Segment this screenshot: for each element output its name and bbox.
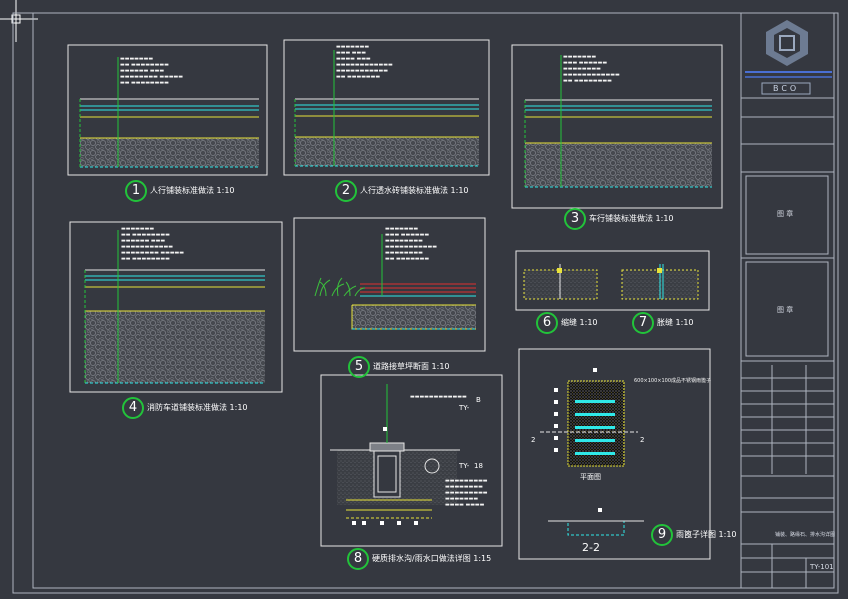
- detail-title-3: 车行铺装标准做法 1:10: [589, 214, 674, 223]
- drawing-title: 铺装、路缘石、排水沟详图: [775, 532, 836, 538]
- detail-title-4: 消防车道铺装标准做法 1:10: [147, 403, 248, 412]
- detail-number-5: 5: [348, 356, 370, 378]
- detail-6-7-joints: [515, 250, 710, 311]
- detail-9-grate: [518, 348, 711, 560]
- detail-number-7: 7: [632, 312, 654, 334]
- section-2-2-label: 2-2: [582, 541, 600, 554]
- drawing-number: TY-101: [810, 563, 834, 571]
- detail-1-notes: ▬▬▬▬▬▬▬▬▬ ▬▬▬▬▬▬▬▬▬▬▬▬▬▬ ▬▬▬▬▬▬▬▬▬▬▬ ▬▬▬…: [120, 56, 184, 86]
- detail-title-1: 人行铺装标准做法 1:10: [150, 186, 235, 195]
- company-name: BCO: [773, 84, 800, 93]
- detail-5-road-lawn-section: [293, 217, 486, 352]
- detail-number-3: 3: [564, 208, 586, 230]
- detail-1-paving: [67, 44, 268, 176]
- plan-view-label: 平面图: [580, 473, 601, 481]
- tag-b-label: B: [476, 396, 481, 404]
- detail-number-6: 6: [536, 312, 558, 334]
- detail-2-notes: ▬▬▬▬▬▬▬▬▬▬ ▬▬▬▬▬▬▬ ▬▬▬▬▬▬▬▬▬▬▬▬▬▬▬▬▬▬▬▬▬…: [336, 44, 393, 80]
- detail-number-4: 4: [122, 397, 144, 419]
- title-block: [740, 12, 835, 589]
- detail-number-9: 9: [651, 524, 673, 546]
- detail-4-notes: ▬▬▬▬▬▬▬▬▬ ▬▬▬▬▬▬▬▬▬▬▬▬▬▬ ▬▬▬▬▬▬▬▬▬▬▬▬▬▬▬…: [121, 226, 185, 262]
- sheet-outer-frame: [12, 12, 839, 594]
- detail-number-8: 8: [347, 548, 369, 570]
- detail-8-top-note: ▬▬▬▬▬▬▬▬▬▬▬▬: [410, 394, 467, 400]
- tag-18-label: 18: [474, 462, 483, 470]
- detail-title-2: 人行透水砖铺装标准做法 1:10: [360, 186, 469, 195]
- detail-number-2: 2: [335, 180, 357, 202]
- detail-title-6: 缩缝 1:10: [561, 318, 598, 327]
- tag-ty-label-1: TY-: [459, 404, 470, 412]
- shrub-icon: [314, 277, 366, 297]
- detail-8-drain-channel: [320, 374, 503, 547]
- detail-title-7: 胀缝 1:10: [657, 318, 694, 327]
- crosshair-cursor: [0, 0, 38, 42]
- company-logo-icon: [745, 20, 832, 95]
- detail-3-notes: ▬▬▬▬▬▬▬▬▬▬ ▬▬▬▬▬▬▬▬▬▬▬▬▬▬▬▬▬▬▬▬▬▬▬▬▬▬▬▬ …: [563, 54, 620, 84]
- stamp-label-1: 图 章: [777, 210, 794, 218]
- cut-right-label: 2: [640, 436, 645, 444]
- detail-4-fire-lane-paving: [69, 221, 283, 393]
- detail-title-9: 雨篦子详图 1:10: [676, 530, 737, 539]
- detail-2-permeable-paving: [283, 39, 490, 176]
- detail-number-1: 1: [125, 180, 147, 202]
- detail-9-grate-note: 600×100×100成品不锈钢雨篦子: [634, 378, 712, 384]
- detail-title-8: 硬质排水沟/雨水口做法详图 1:15: [372, 554, 492, 563]
- detail-title-5: 道路接草坪断面 1:10: [373, 362, 450, 371]
- cut-left-label: 2: [531, 436, 536, 444]
- detail-3-vehicle-paving: [511, 44, 723, 209]
- tag-ty-label-2: TY-: [459, 462, 470, 470]
- detail-8-notes: ▬▬▬▬▬▬▬▬▬▬▬▬▬▬▬▬▬▬▬▬▬▬▬▬▬▬▬▬▬▬▬▬▬▬▬▬▬ ▬▬…: [445, 478, 488, 508]
- detail-5-notes: ▬▬▬▬▬▬▬▬▬▬ ▬▬▬▬▬▬▬▬▬▬▬▬▬▬▬▬▬▬▬▬▬▬▬▬▬▬▬▬▬…: [385, 226, 437, 262]
- stamp-label-2: 图 章: [777, 306, 794, 314]
